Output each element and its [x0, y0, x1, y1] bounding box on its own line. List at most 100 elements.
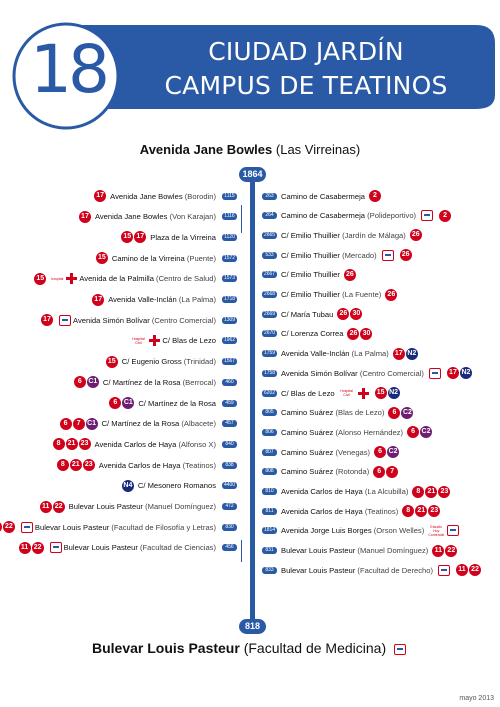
- stop-detail: (Facultad de Derecho): [357, 565, 433, 575]
- stop-code: 4400: [222, 482, 237, 490]
- stop-name: Camino Suárez: [281, 408, 334, 418]
- left-stop-4-badges: 15: [34, 272, 47, 285]
- left-stop-label: C/ Blas de Lezo: [162, 336, 216, 345]
- right-stop-row: Avenida Jorge Luis Borges (Orson Welles)…: [281, 523, 465, 539]
- right-stop-row: C/ Emilio Thuillier (La Fuente)26: [281, 287, 398, 303]
- start-terminus: Avenida Jane Bowles (Las Virreinas): [0, 142, 500, 157]
- stop-detail: (Teatinos): [182, 460, 216, 470]
- stop-code: 807: [262, 448, 277, 456]
- stop-name: C/ Emilio Thuillier: [281, 230, 340, 240]
- icon-caption: Hospital Civil: [132, 336, 145, 345]
- stop-detail: (Puente): [186, 253, 216, 263]
- stop-name: C/ Emilio Thuillier: [281, 290, 340, 299]
- stop-name: C/ Emilio Thuillier: [281, 250, 340, 260]
- stop-detail: (Centro de Salud): [156, 274, 216, 284]
- stop-code: 1814: [262, 527, 277, 535]
- stop-name: Avenida Valle-Inclán: [108, 295, 177, 304]
- line-badge: 26: [399, 249, 412, 262]
- right-stop-2-badges: 26: [409, 229, 422, 242]
- line-badge: 6: [59, 417, 72, 430]
- line-badge: 11: [39, 500, 52, 513]
- left-stop-label: Avenida Jane Bowles (Borodin): [110, 192, 216, 201]
- stop-name: Avenida Simón Bolívar: [281, 368, 358, 378]
- stop-code: 1309: [222, 316, 237, 324]
- right-stop-label: Camino de Casabermeja (Polideportivo): [281, 211, 416, 220]
- facility-icon: [380, 249, 396, 261]
- stop-code: 811: [262, 507, 277, 515]
- right-stop-label: C/ Lorenza Correa: [281, 329, 343, 338]
- line-badge: 22: [468, 564, 481, 577]
- building-icon: [437, 564, 450, 576]
- stop-detail: (Teatinos): [364, 506, 399, 516]
- stop-name: Camino de la Virreina: [111, 253, 185, 263]
- icon-caption: hospital: [51, 276, 64, 281]
- cross-icon: [66, 273, 78, 285]
- stop-name: Avenida Carlos de Haya: [281, 506, 363, 516]
- stop-detail: (Facultad de Filosofía y Letras): [111, 522, 216, 532]
- line-badge: 30: [350, 308, 363, 321]
- left-stop-row: 15 hospital Avenida de la Palmilla (Centro…: [34, 271, 216, 287]
- left-stop-label: Bulevar Louis Pasteur (Facultad de Cienc…: [64, 543, 216, 552]
- right-stop-label: Camino Suárez (Rotonda): [281, 467, 369, 476]
- left-stop-label: Avenida de la Palmilla (Centro de Salud): [79, 274, 216, 283]
- stop-code: 2670: [262, 330, 277, 338]
- right-stop-label: Camino de Casabermeja: [281, 192, 365, 201]
- stop-detail: (Albacete): [181, 419, 216, 429]
- right-stop-label: C/ Emilio Thuillier: [281, 270, 340, 279]
- stop-name: C/ Martínez de la Rosa: [101, 419, 180, 429]
- stop-detail: (La Palma): [178, 295, 216, 304]
- left-stop-label: C/ Martínez de la Rosa: [138, 399, 216, 408]
- right-stop-4-badges: 26: [343, 268, 356, 281]
- header-banner: [12, 22, 495, 130]
- facility-icon: [19, 521, 35, 533]
- stop-name: C/ Blas de Lezo: [281, 388, 335, 398]
- route-number: 18: [30, 31, 110, 108]
- facility-icon: [419, 210, 435, 222]
- line-badge: 8: [56, 459, 69, 472]
- stop-name: Avenida Jane Bowles: [110, 191, 183, 201]
- stop-detail: (Orson Welles): [373, 526, 425, 536]
- stop-code: 2668: [262, 291, 277, 298]
- stop-code: 264: [262, 212, 277, 220]
- stop-code: 1572: [222, 254, 237, 262]
- left-stop-label: Avenida Valle-Inclán (La Palma): [108, 295, 216, 304]
- route-title-line2: CAMPUS DE TEATINOS: [164, 71, 448, 100]
- stop-name: Camino de Casabermeja: [281, 211, 365, 221]
- line-badge: C2: [420, 426, 433, 439]
- route-line: [250, 180, 255, 620]
- left-stop-label: Bulevar Louis Pasteur (Facultad de Filos…: [35, 523, 216, 532]
- left-stop-0-badges: 17: [94, 190, 107, 202]
- stop-code: 833: [262, 566, 277, 574]
- facility-icon: [48, 542, 64, 554]
- stop-code: 459: [222, 399, 237, 407]
- stop-name: Camino Suárez: [281, 427, 334, 437]
- building-icon: [428, 367, 441, 379]
- stop-code: 838: [222, 461, 237, 469]
- line-badge: 17: [446, 367, 459, 380]
- stop-name: C/ Martínez de la Rosa: [102, 377, 181, 387]
- stop-code: 1567: [222, 358, 237, 366]
- stop-detail: (Berrocal): [182, 377, 216, 387]
- right-stop-label: C/ Emilio Thuillier (Jardín de Málaga): [281, 231, 406, 240]
- route-header: 18 CIUDAD JARDÍN CAMPUS DE TEATINOS: [6, 21, 495, 130]
- stop-code: 1758: [262, 369, 277, 377]
- right-stop-label: C/ Emilio Thuillier (Mercado): [281, 251, 377, 260]
- line-badge: 30: [360, 327, 373, 340]
- icon-caption: Hospital Civil: [340, 389, 353, 397]
- line-badge: 26: [385, 288, 398, 301]
